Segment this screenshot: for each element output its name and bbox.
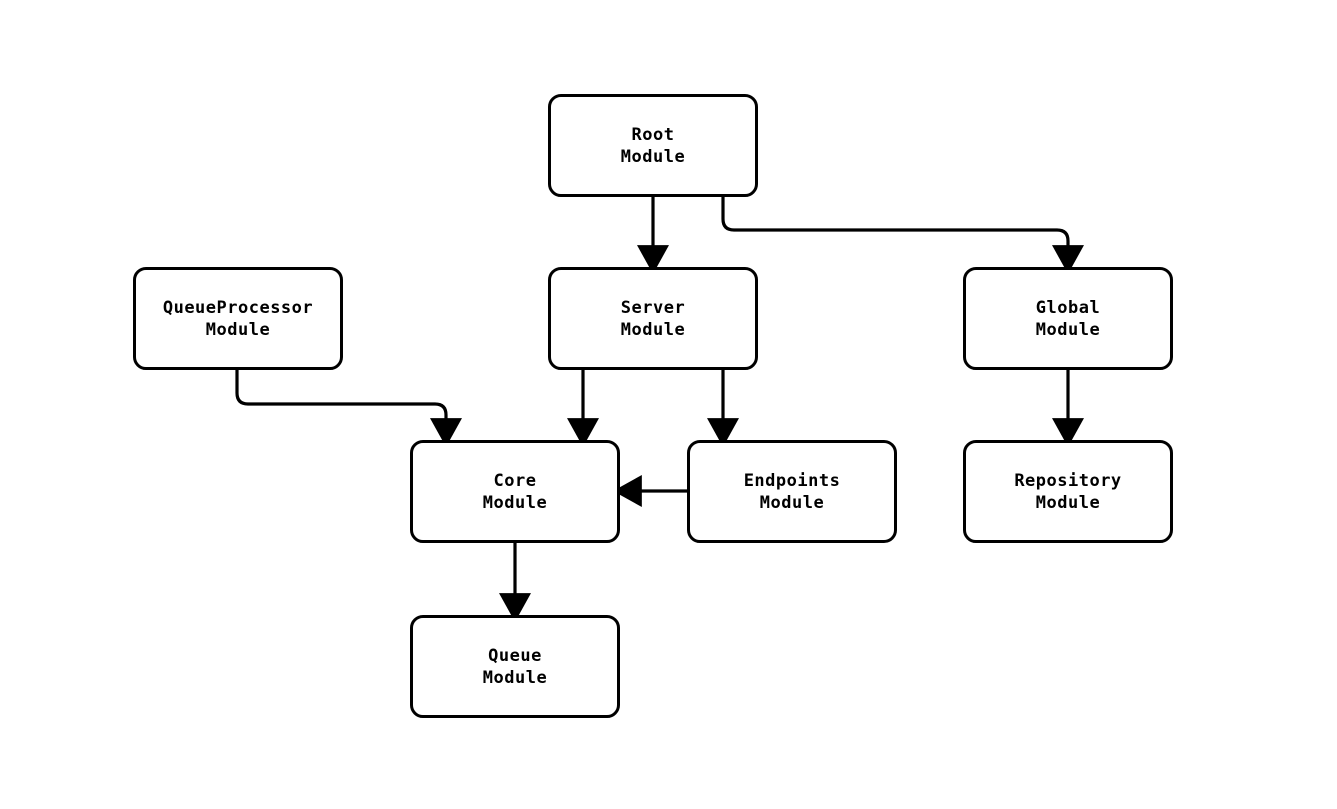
node-server-module-name: Server: [620, 297, 686, 318]
node-queueprocessor-module-suffix: Module: [205, 319, 271, 340]
node-global-module-suffix: Module: [1035, 319, 1101, 340]
edge-queueprocessor-to-core: [235, 370, 462, 447]
node-queue-module-name: Queue: [488, 645, 542, 666]
node-endpoints-module[interactable]: Endpoints Module: [687, 440, 897, 543]
node-repository-module[interactable]: Repository Module: [963, 440, 1173, 543]
node-root-module-suffix: Module: [620, 146, 686, 167]
node-global-module[interactable]: Global Module: [963, 267, 1173, 370]
node-repository-module-suffix: Module: [1035, 492, 1101, 513]
node-queue-module[interactable]: Queue Module: [410, 615, 620, 718]
node-endpoints-module-name: Endpoints: [743, 470, 841, 491]
node-server-module[interactable]: Server Module: [548, 267, 758, 370]
node-core-module-name: Core: [493, 470, 537, 491]
node-queueprocessor-module[interactable]: QueueProcessor Module: [133, 267, 343, 370]
node-root-module-name: Root: [631, 124, 675, 145]
edge-root-to-global: [721, 197, 1084, 274]
node-queueprocessor-module-name: QueueProcessor: [162, 297, 314, 318]
node-server-module-suffix: Module: [620, 319, 686, 340]
node-global-module-name: Global: [1035, 297, 1101, 318]
node-core-module-suffix: Module: [482, 492, 548, 513]
node-repository-module-name: Repository: [1014, 470, 1122, 491]
node-root-module[interactable]: Root Module: [548, 94, 758, 197]
node-endpoints-module-suffix: Module: [759, 492, 825, 513]
node-queue-module-suffix: Module: [482, 667, 548, 688]
node-core-module[interactable]: Core Module: [410, 440, 620, 543]
